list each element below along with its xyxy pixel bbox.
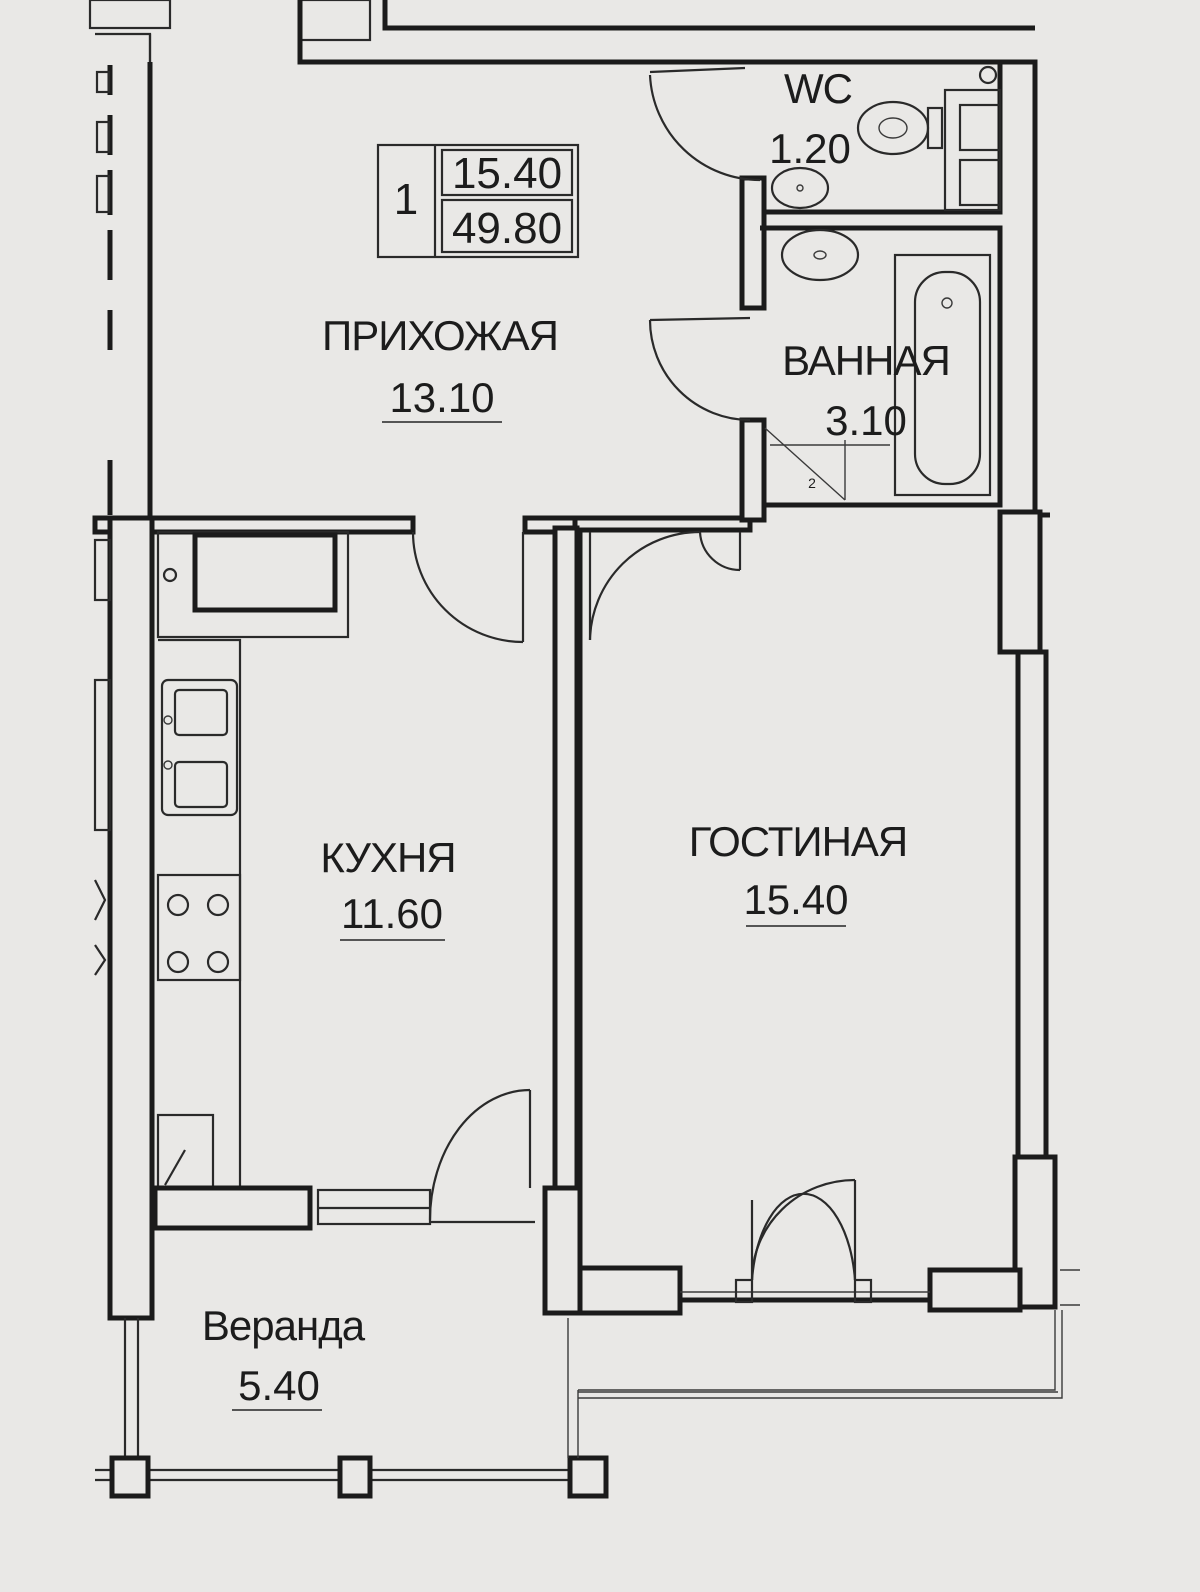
kitchen-name: КУХНЯ [320,834,455,881]
stair-mark: 2 [808,475,816,491]
room-count: 1 [394,175,418,224]
living-room-area: 15.40 [743,876,848,923]
kitchen-area: 11.60 [341,890,443,937]
wc-room [648,62,1003,311]
bathroom-name: ВАННАЯ [782,337,950,384]
kitchen-walls [93,515,535,1321]
veranda-walls [95,1269,1080,1499]
apartment-info-box: 1 15.40 49.80 [376,143,580,259]
living-area-value: 15.40 [452,149,562,198]
room-labels: ПРИХОЖАЯ 13.10 WC 1.20 ВАННАЯ 3.10 КУХНЯ… [202,65,951,1411]
right-exterior-wall [997,509,1058,1310]
veranda-area: 5.40 [238,1362,320,1409]
bathroom-area: 3.10 [825,397,907,444]
living-room-name: ГОСТИНАЯ [689,818,908,865]
wc-area: 1.20 [769,125,851,172]
hallway-area: 13.10 [389,374,494,421]
total-area-value: 49.80 [452,204,562,253]
bathroom-room: 2 [648,225,1003,523]
hallway-name: ПРИХОЖАЯ [322,312,558,359]
veranda-name: Веранда [202,1302,366,1349]
wc-name: WC [784,65,852,112]
living-room-walls [542,525,1023,1316]
